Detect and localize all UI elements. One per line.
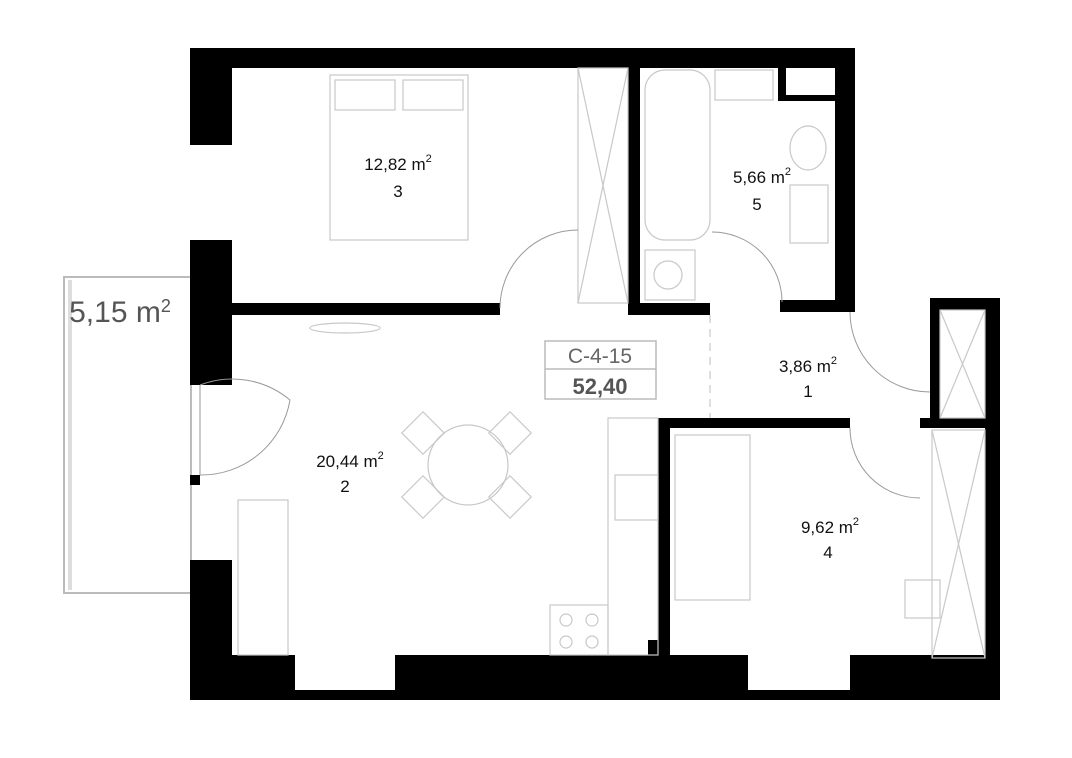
svg-text:1: 1 [803,382,812,401]
fixtures [237,67,986,659]
svg-text:2: 2 [340,477,349,496]
walls [190,48,1000,700]
svg-text:5: 5 [752,195,761,214]
svg-text:20,44 m2: 20,44 m2 [316,450,384,471]
room-3-label: 12,82 m2 3 [364,153,432,201]
room-2-label: 20,44 m2 2 [316,450,384,496]
balcony-area: 5,15 m2 [69,296,171,329]
svg-text:3,86 m2: 3,86 m2 [779,355,837,376]
room-5-label: 5,66 m2 5 [733,166,791,214]
balcony: 5,15 m2 [63,276,192,594]
unit-label: C-4-15 52,40 [544,340,657,400]
svg-text:3: 3 [393,182,402,201]
unit-code: C-4-15 [568,345,632,368]
unit-total-area: 52,40 [572,374,627,399]
svg-text:12,82 m2: 12,82 m2 [364,153,432,174]
doors [199,229,931,499]
svg-text:4: 4 [823,543,832,562]
room-1-label: 3,86 m2 1 [779,355,837,401]
room-4-label: 9,62 m2 4 [801,516,859,562]
svg-text:5,66 m2: 5,66 m2 [733,166,791,187]
svg-text:9,62 m2: 9,62 m2 [801,516,859,537]
